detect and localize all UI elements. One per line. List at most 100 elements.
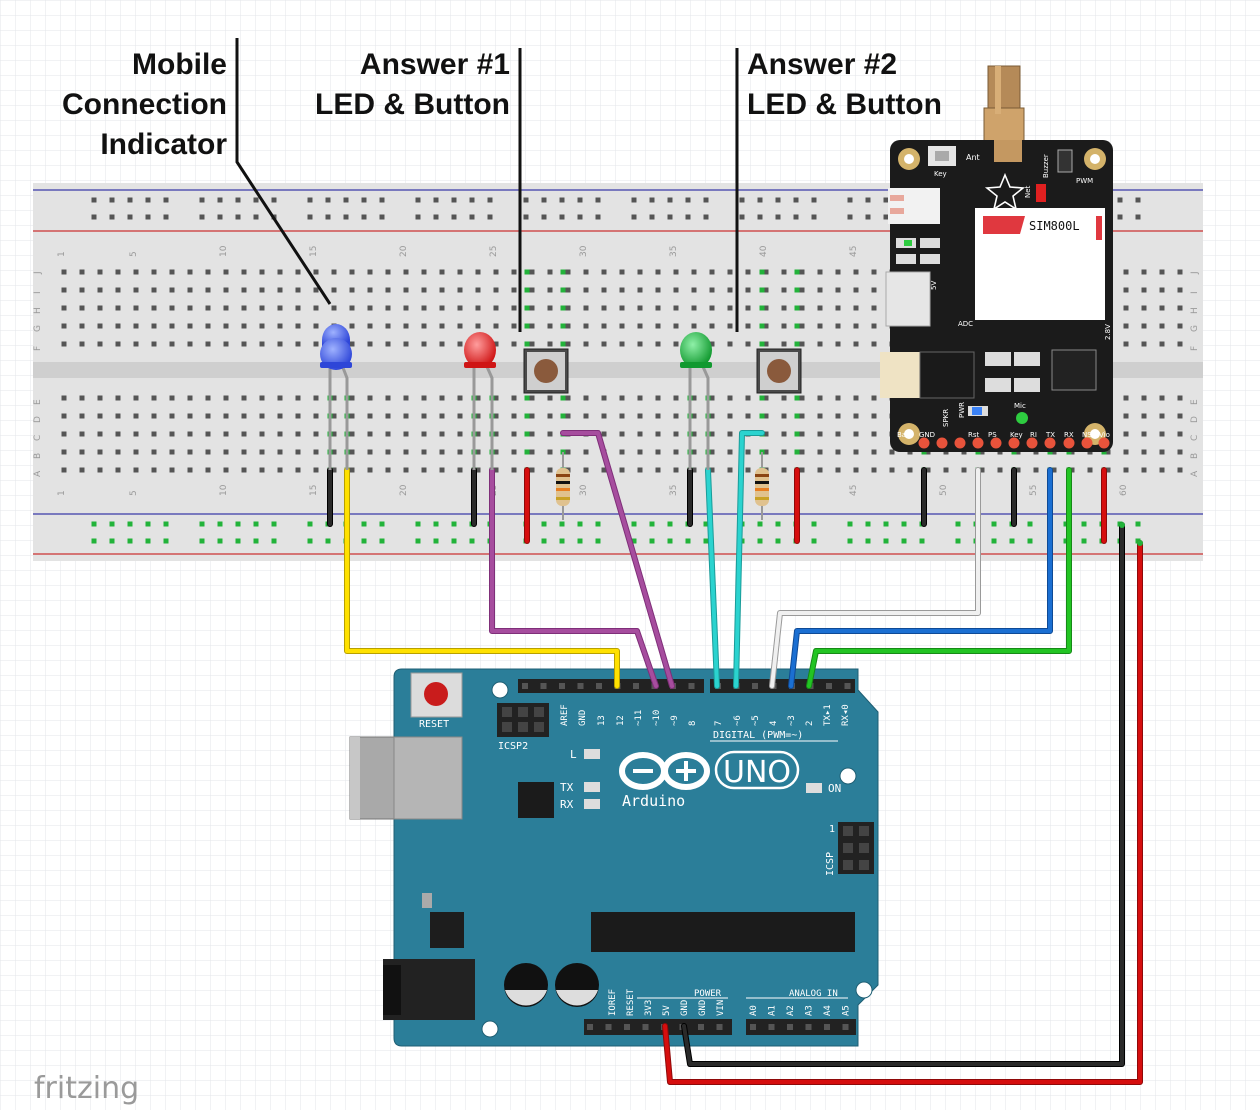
row-letter: G — [1190, 325, 1200, 332]
breadboard-hole — [1123, 413, 1129, 419]
rail-hole — [109, 197, 115, 203]
connected-hole — [667, 538, 673, 544]
breadboard-hole — [151, 305, 157, 311]
breadboard-hole — [691, 413, 697, 419]
on-label: ON — [828, 782, 841, 795]
col-number: 10 — [219, 245, 229, 257]
fona-pin-label: TX — [1045, 431, 1055, 439]
connected-hole — [524, 269, 530, 275]
breadboard-hole — [637, 467, 643, 473]
icsp-one: 1 — [829, 824, 835, 835]
breadboard-hole — [853, 269, 859, 275]
key-label: Key — [934, 170, 947, 178]
breadboard-hole — [277, 467, 283, 473]
breadboard-hole — [205, 449, 211, 455]
breadboard-hole — [799, 449, 805, 455]
rail-hole — [685, 214, 691, 220]
connected-hole — [560, 287, 566, 293]
breadboard-hole — [601, 413, 607, 419]
breadboard-hole — [727, 449, 733, 455]
breadboard-hole — [187, 341, 193, 347]
breadboard-hole — [547, 467, 553, 473]
breadboard-hole — [1141, 269, 1147, 275]
breadboard-hole — [169, 341, 175, 347]
buzzer-label: Buzzer — [1042, 154, 1050, 178]
breadboard-hole — [151, 467, 157, 473]
breadboard-hole — [799, 413, 805, 419]
breadboard-hole — [97, 431, 103, 437]
breadboard-hole — [529, 395, 535, 401]
breadboard-hole — [673, 341, 679, 347]
breadboard-hole — [313, 449, 319, 455]
breadboard-hole — [871, 467, 877, 473]
fona-pin-label: RI — [1030, 431, 1037, 439]
breadboard-hole — [205, 431, 211, 437]
breadboard-hole — [115, 395, 121, 401]
rail-hole — [163, 214, 169, 220]
led-l — [584, 749, 600, 759]
rail-hole — [271, 197, 277, 203]
breadboard-hole — [1159, 467, 1165, 473]
row-letter: E — [33, 399, 43, 405]
digital-pin-label: 8 — [688, 721, 698, 726]
label-indicator-line1: Mobile — [132, 48, 227, 81]
breadboard-hole — [1177, 341, 1183, 347]
breadboard-hole — [799, 287, 805, 293]
push-button-1[interactable] — [523, 348, 569, 394]
icsp2-label: ICSP2 — [498, 741, 528, 752]
rail-hole — [451, 214, 457, 220]
breadboard-hole — [781, 287, 787, 293]
breadboard-hole — [313, 269, 319, 275]
breadboard-hole — [1123, 323, 1129, 329]
rail-hole — [793, 214, 799, 220]
connected-hole — [379, 538, 385, 544]
breadboard-hole — [1105, 467, 1111, 473]
breadboard-hole — [79, 287, 85, 293]
breadboard-hole — [727, 323, 733, 329]
breadboard-hole — [223, 305, 229, 311]
rail-hole — [649, 214, 655, 220]
breadboard-hole — [403, 341, 409, 347]
breadboard-hole — [367, 449, 373, 455]
rail-hole — [127, 197, 133, 203]
wires — [327, 430, 1143, 1085]
connected-hole — [865, 538, 871, 544]
rail-hole — [343, 197, 349, 203]
breadboard-hole — [655, 449, 661, 455]
breadboard-hole — [115, 467, 121, 473]
connected-hole — [794, 449, 800, 455]
breadboard-hole — [331, 287, 337, 293]
header-pin — [787, 1024, 793, 1030]
connected-hole — [524, 431, 530, 437]
breadboard-hole — [619, 395, 625, 401]
connected-hole — [1101, 449, 1107, 455]
breadboard-hole — [475, 269, 481, 275]
breadboard-hole — [1123, 449, 1129, 455]
breadboard-hole — [565, 413, 571, 419]
connected-hole — [1135, 521, 1141, 527]
breadboard-hole — [241, 467, 247, 473]
breadboard-hole — [781, 395, 787, 401]
push-button-2[interactable] — [756, 348, 802, 394]
breadboard-hole — [835, 449, 841, 455]
col-number: 5 — [129, 490, 139, 496]
col-number: 30 — [579, 245, 589, 257]
connected-hole — [307, 521, 313, 527]
breadboard-hole — [727, 287, 733, 293]
breadboard-hole — [781, 449, 787, 455]
breadboard-hole — [151, 431, 157, 437]
breadboard-hole — [421, 413, 427, 419]
breadboard-hole — [691, 287, 697, 293]
breadboard-hole — [223, 395, 229, 401]
breadboard-hole — [241, 431, 247, 437]
components — [320, 324, 802, 520]
breadboard-hole — [259, 305, 265, 311]
breadboard-hole — [1141, 449, 1147, 455]
col-number: 20 — [399, 245, 409, 257]
digital-pin-label: 4 — [769, 721, 779, 726]
breadboard-hole — [1015, 467, 1021, 473]
connected-hole — [560, 269, 566, 275]
breadboard-hole — [115, 431, 121, 437]
breadboard-hole — [313, 413, 319, 419]
rail-hole — [379, 214, 385, 220]
